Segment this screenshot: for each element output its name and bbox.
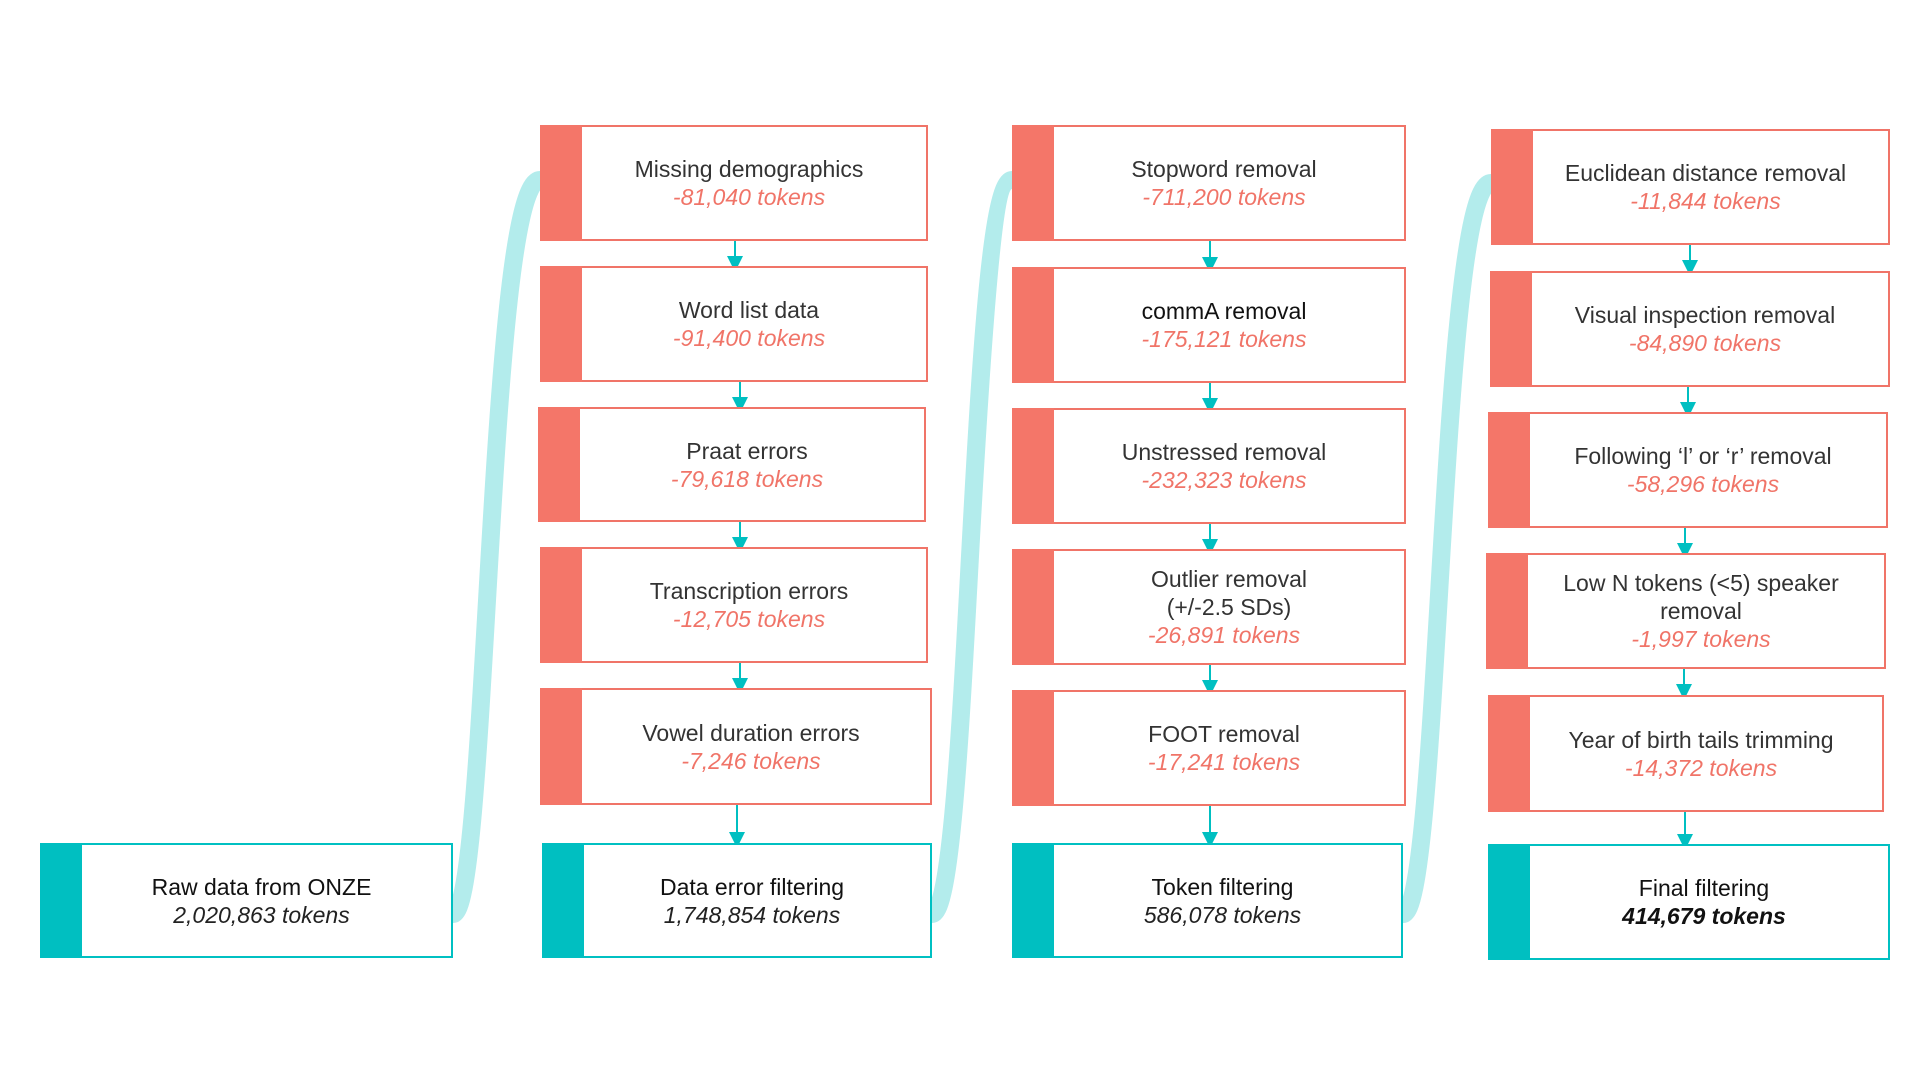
box-count: -26,891 tokens	[1147, 622, 1301, 648]
step-stopword-removal: Stopword removal -711,200 tokens	[1012, 125, 1406, 241]
box-accent-stripe	[1012, 690, 1054, 806]
step-visual-inspection-removal: Visual inspection removal -84,890 tokens	[1490, 271, 1890, 387]
step-vowel-duration-errors: Vowel duration errors -7,246 tokens	[540, 688, 932, 805]
box-count: -81,040 tokens	[672, 184, 826, 210]
step-praat-errors: Praat errors -79,618 tokens	[538, 407, 926, 522]
box-accent-stripe	[1488, 412, 1530, 528]
box-title: Following ‘l’ or ‘r’ removal	[1574, 443, 1832, 469]
box-title: Transcription errors	[649, 578, 849, 604]
box-count: 2,020,863 tokens	[173, 901, 350, 928]
box-title: Praat errors	[686, 437, 808, 464]
step-transcription-errors: Transcription errors -12,705 tokens	[540, 547, 928, 663]
step-euclidean-distance-removal: Euclidean distance removal -11,844 token…	[1491, 129, 1890, 245]
box-title: commA removal	[1141, 298, 1307, 324]
box-title: Year of birth tails trimming	[1568, 726, 1834, 753]
box-accent-stripe	[1486, 553, 1528, 669]
box-accent-stripe	[542, 843, 584, 958]
box-title: Word list data	[678, 297, 820, 323]
box-title: Final filtering	[1638, 875, 1770, 901]
box-count: -91,400 tokens	[672, 325, 826, 351]
box-count: -14,372 tokens	[1624, 754, 1778, 781]
box-accent-stripe	[1488, 695, 1530, 812]
box-title: Data error filtering	[659, 873, 845, 900]
box-title: Raw data from ONZE	[151, 873, 372, 900]
box-title: Missing demographics	[634, 156, 864, 182]
arrows-column1	[727, 241, 748, 848]
box-accent-stripe	[40, 843, 82, 958]
box-count: -11,844 tokens	[1630, 188, 1781, 214]
box-title: FOOT removal	[1148, 721, 1300, 747]
connector-column2-to-column3	[1394, 174, 1500, 923]
box-count: -1,997 tokens	[1631, 626, 1771, 652]
box-count: -17,241 tokens	[1147, 749, 1301, 775]
box-accent-stripe	[540, 266, 582, 382]
box-count: -12,705 tokens	[672, 606, 826, 632]
box-accent-stripe	[538, 407, 580, 522]
box-count: -84,890 tokens	[1628, 330, 1782, 356]
box-title: Euclidean distance removal	[1564, 160, 1847, 186]
box-count: -79,618 tokens	[670, 465, 824, 492]
box-accent-stripe	[540, 688, 582, 805]
box-accent-stripe	[1012, 125, 1054, 241]
box-accent-stripe	[1488, 844, 1530, 960]
box-count: -232,323 tokens	[1141, 467, 1307, 493]
step-comma-removal: commA removal -175,121 tokens	[1012, 267, 1406, 383]
step-low-n-tokens-speaker-removal: Low N tokens (<5) speaker removal -1,997…	[1486, 553, 1886, 669]
step-missing-demographics: Missing demographics -81,040 tokens	[540, 125, 928, 241]
box-title: Token filtering	[1151, 873, 1294, 900]
connector-raw-to-column1	[444, 171, 549, 923]
raw-data-box: Raw data from ONZE 2,020,863 tokens	[40, 843, 453, 958]
box-title: Stopword removal	[1131, 156, 1317, 182]
box-accent-stripe	[1012, 549, 1054, 665]
connector-column1-to-column2	[923, 171, 1021, 923]
box-count: -7,246 tokens	[681, 747, 821, 774]
box-accent-stripe	[1012, 843, 1054, 958]
box-count: -58,296 tokens	[1626, 471, 1780, 497]
step-foot-removal: FOOT removal -17,241 tokens	[1012, 690, 1406, 806]
box-count: -711,200 tokens	[1142, 184, 1306, 210]
step-unstressed-removal: Unstressed removal -232,323 tokens	[1012, 408, 1406, 524]
box-accent-stripe	[1012, 408, 1054, 524]
box-count: 586,078 tokens	[1143, 901, 1302, 928]
step-word-list-data: Word list data -91,400 tokens	[540, 266, 928, 382]
box-title: Vowel duration errors	[642, 719, 860, 746]
summary-final-filtering: Final filtering 414,679 tokens	[1488, 844, 1890, 960]
box-title: Outlier removal (+/-2.5 SDs)	[1151, 566, 1307, 620]
step-following-l-or-r-removal: Following ‘l’ or ‘r’ removal -58,296 tok…	[1488, 412, 1888, 528]
box-title: Unstressed removal	[1121, 439, 1327, 465]
box-title: Visual inspection removal	[1574, 302, 1836, 328]
arrows-column3	[1676, 245, 1698, 850]
box-accent-stripe	[540, 547, 582, 663]
step-outlier-removal: Outlier removal (+/-2.5 SDs) -26,891 tok…	[1012, 549, 1406, 665]
box-count: 1,748,854 tokens	[663, 901, 841, 928]
box-accent-stripe	[1490, 271, 1532, 387]
box-count: -175,121 tokens	[1141, 326, 1307, 352]
summary-token-filtering: Token filtering 586,078 tokens	[1012, 843, 1403, 958]
summary-data-error-filtering: Data error filtering 1,748,854 tokens	[542, 843, 932, 958]
box-accent-stripe	[1491, 129, 1533, 245]
box-title: Low N tokens (<5) speaker removal	[1563, 570, 1839, 624]
box-accent-stripe	[1012, 267, 1054, 383]
step-year-of-birth-tails-trimming: Year of birth tails trimming -14,372 tok…	[1488, 695, 1884, 812]
box-count: 414,679 tokens	[1622, 903, 1786, 929]
box-accent-stripe	[540, 125, 582, 241]
